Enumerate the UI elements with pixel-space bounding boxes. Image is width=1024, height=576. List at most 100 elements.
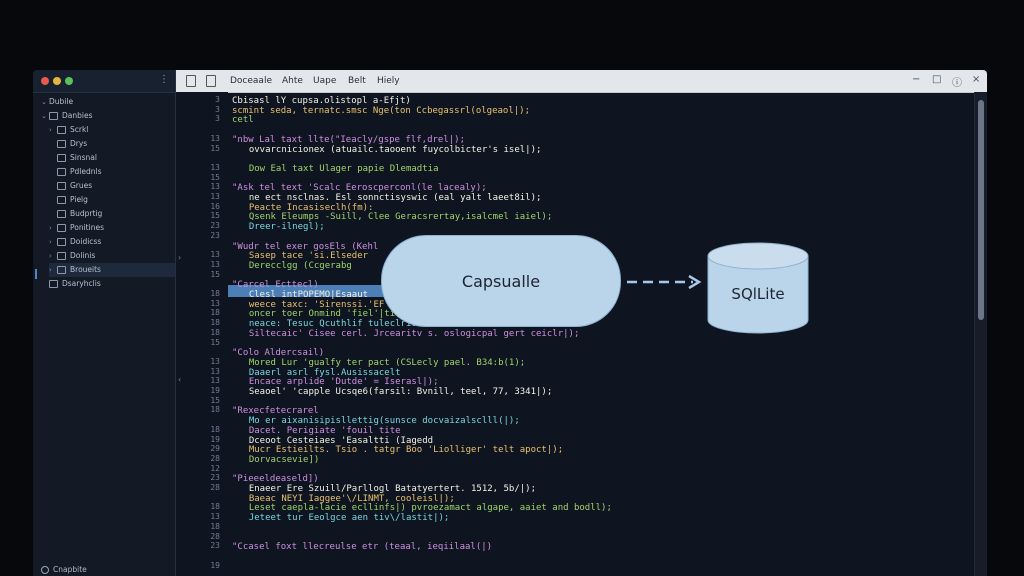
code-line: Mo er aixanisipisllettig(sunsce docvaiza… <box>238 416 520 427</box>
sidebar-toggle-icon[interactable]: ⋮ <box>159 74 169 85</box>
code-line: Cbisasl lY cupsa.olistopl a-Efjt) <box>232 96 411 106</box>
code-line: scmint seda, ternatc.smsc Nge(ton Ccbega… <box>232 105 531 116</box>
minimize-icon[interactable]: − <box>912 74 921 85</box>
line-number: 13 <box>210 162 220 172</box>
line-number: 13 <box>210 512 220 522</box>
line-number: 3 <box>215 95 220 104</box>
folder-icon <box>57 140 66 148</box>
sidebar-item[interactable]: Drys <box>49 137 175 151</box>
code-line: Siltecaic' Cisee cerl. Jrcearitv s. oslo… <box>238 328 580 339</box>
sidebar-title[interactable]: ⌄Dubile <box>41 95 73 109</box>
file-icon[interactable] <box>186 75 196 87</box>
menu-item-3[interactable]: Belt <box>348 76 366 86</box>
selected-line-highlight <box>228 285 431 297</box>
sidebar-item[interactable]: › Ponitines <box>49 221 175 235</box>
chevron-icon: › <box>49 252 52 260</box>
sidebar-item[interactable]: Pielg <box>49 193 175 207</box>
folder-icon <box>57 210 66 218</box>
folder-icon <box>57 196 66 204</box>
minimize-window-button[interactable] <box>53 77 61 85</box>
code-line: Sasep tace 'si.Elseder <box>238 251 369 262</box>
menu-item-0[interactable]: Doceaale <box>230 76 272 86</box>
code-line: Dorvacsevie]) <box>238 454 320 465</box>
line-number: 18 <box>210 327 220 337</box>
folder-icon <box>57 224 66 232</box>
sidebar-footer[interactable]: Cnapbite <box>41 565 87 574</box>
copy-icon[interactable] <box>206 75 216 87</box>
code-line: Dreer-ilnegl); <box>238 222 325 233</box>
sidebar-item-label: Ponitines <box>70 223 104 232</box>
sidebar-item-label: Grues <box>70 181 93 190</box>
line-number: 18 <box>210 289 220 298</box>
code-line: Qsenk Eleumps -Suill, Clee Geracsrertay,… <box>238 212 553 223</box>
code-line: "Pieeeldeaseld]) <box>232 474 319 485</box>
chevron-icon: › <box>49 224 52 232</box>
code-line: Dceoot Cesteiaes 'Easaltti (Iagedd <box>238 435 434 446</box>
folder-icon <box>57 252 66 260</box>
line-number: 18 <box>210 424 220 434</box>
chevron-down-icon: ⌄ <box>41 98 47 106</box>
database-label: SQlLite <box>731 285 785 303</box>
sidebar-item-label: Danbies <box>62 111 93 120</box>
maximize-icon[interactable]: □ <box>932 74 942 85</box>
close-icon[interactable]: × <box>972 74 981 85</box>
line-number: 3 <box>215 114 220 124</box>
fold-back-icon[interactable]: ‹ <box>178 375 182 384</box>
sidebar-item[interactable]: ›Broueits <box>49 263 175 277</box>
line-number: 13 <box>210 298 220 308</box>
sidebar-item[interactable]: Budprtig <box>49 207 175 221</box>
sidebar-item[interactable]: Grues <box>49 179 175 193</box>
sidebar-item[interactable]: Pdlednls <box>49 165 175 179</box>
line-number: 18 <box>210 308 220 318</box>
code-line: Dow Eal taxt Ulager papie Dlemadtia <box>238 163 439 174</box>
vertical-scrollbar[interactable] <box>974 92 987 576</box>
scrollbar-thumb[interactable] <box>978 100 984 320</box>
folder-icon <box>57 126 66 134</box>
line-number: 23 <box>210 230 220 240</box>
line-number: 15 <box>210 395 220 405</box>
code-line: Jeteet tur Eeolgce aen tiv\/lastit|); <box>238 513 450 524</box>
fold-marker-icon[interactable]: › <box>178 253 182 262</box>
line-number: 28 <box>210 531 220 541</box>
menu-bar: Doceaale Ahte Uape Belt Hiely − □ ⓘ × <box>176 70 987 93</box>
menu-item-2[interactable]: Uape <box>313 76 337 86</box>
window-titlebar: ⋮ <box>33 70 175 93</box>
active-item-marker <box>35 269 37 279</box>
chevron-icon: › <box>49 266 52 274</box>
menu-item-1[interactable]: Ahte <box>282 76 303 86</box>
chevron-icon: › <box>49 238 52 246</box>
code-line: weece taxc: 'Sirenssi.'EF <box>238 299 385 310</box>
line-number: 18 <box>210 405 220 415</box>
info-icon[interactable]: ⓘ <box>952 78 962 89</box>
line-number: 29 <box>210 444 220 454</box>
chevron-icon: › <box>49 126 52 134</box>
code-line: "Ask tel text 'Scalc Eeroscperconl(le la… <box>232 183 487 194</box>
code-line: "Ccasel foxt llecreulse etr (teaal, ieqi… <box>232 542 493 553</box>
code-line: "Wudr tel exer gosEls (Kehl <box>232 241 379 252</box>
process-node-label: Capsualle <box>461 271 541 291</box>
sidebar-item-label: Pdlednls <box>70 167 102 176</box>
sidebar-item-label: Sinsnal <box>70 153 97 162</box>
sidebar-item[interactable]: Dsaryhclis <box>41 277 175 291</box>
process-node: Capsualle <box>381 235 621 327</box>
folder-icon <box>57 266 66 274</box>
sidebar-item-label: Doidicss <box>70 237 102 246</box>
sidebar-item[interactable]: › Doidicss <box>49 235 175 249</box>
sidebar-item[interactable]: ›Dolinis <box>49 249 175 263</box>
code-line: "Colo Aldercsail) <box>232 348 325 359</box>
line-number: 15 <box>210 172 220 182</box>
code-line: "nbw Lal taxt llte("Ieacly/gspe flf,drel… <box>232 134 465 145</box>
maximize-window-button[interactable] <box>65 77 73 85</box>
sidebar-item[interactable]: Sinsnal <box>49 151 175 165</box>
code-line: Dacet. Perigiate 'fouil tite <box>238 425 401 436</box>
menu-item-4[interactable]: Hiely <box>377 76 400 86</box>
code-line: Enaeer Ere Szuill/Parllogl Batatyertert.… <box>238 484 537 494</box>
sidebar-item[interactable]: ⌄Danbies <box>41 109 175 123</box>
line-number: 13 <box>210 133 220 143</box>
close-window-button[interactable] <box>41 77 49 85</box>
code-line: Derecclgg (Ccgerabg <box>238 260 352 271</box>
code-area[interactable]: Cbisasl lY cupsa.olistopl a-Efjt)scmint … <box>228 92 974 576</box>
code-line: Seaoel' 'capple Ucsqe6(farsil: Bvnill, t… <box>238 387 553 397</box>
sidebar-item[interactable]: ›Scrkl <box>49 123 175 137</box>
